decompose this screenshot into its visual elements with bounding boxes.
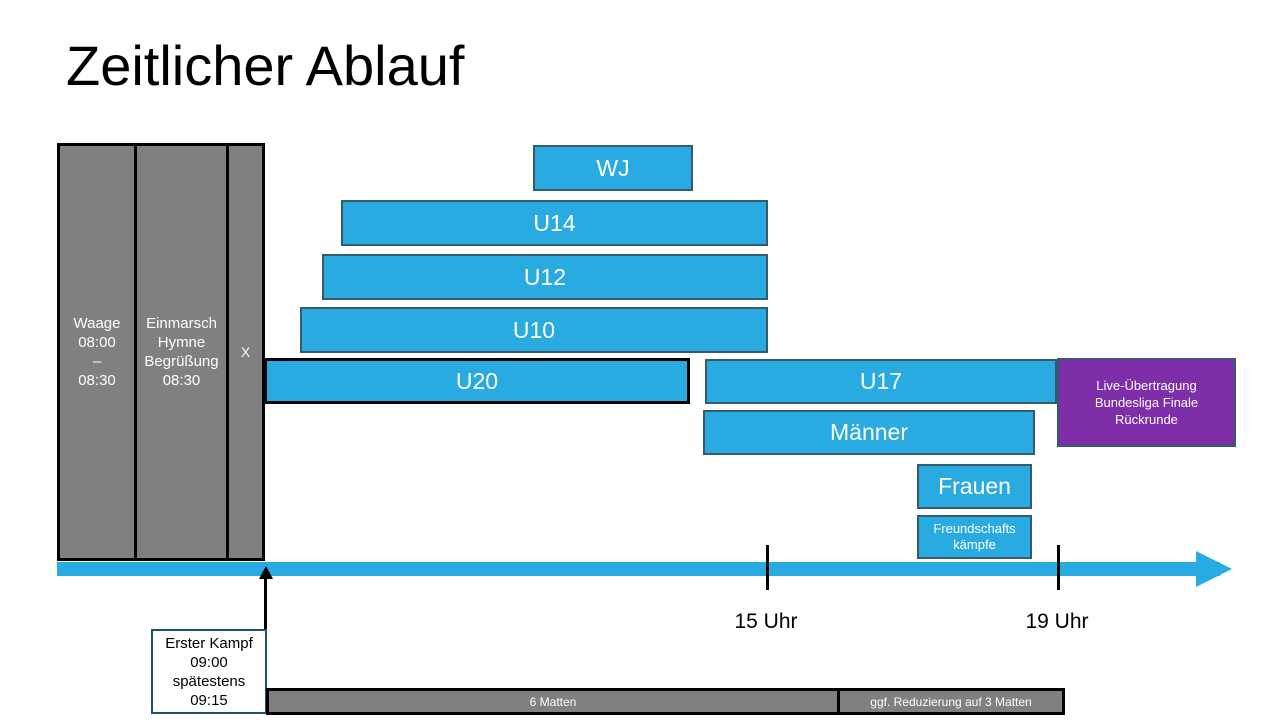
callout-line-1: Erster Kampf	[165, 634, 253, 652]
morning-block: Waage 08:00 – 08:30 Einmarsch Hymne Begr…	[57, 143, 265, 561]
timeline-axis	[57, 562, 1220, 576]
category-bar-label: U14	[533, 209, 576, 236]
category-bar-u14[interactable]: U14	[341, 200, 768, 246]
category-bar-label: Männer	[830, 419, 908, 445]
category-bar-label: WJ	[596, 154, 630, 181]
category-bar-label: Frauen	[938, 473, 1011, 499]
timeline-arrow-icon	[1196, 551, 1232, 587]
matten-segment-reduced[interactable]: ggf. Reduzierung auf 3 Matten	[837, 691, 1062, 712]
broadcast-line-3: Rückrunde	[1115, 412, 1178, 427]
matten-row: 6 Matten ggf. Reduzierung auf 3 Matten	[266, 688, 1065, 715]
timeline-tick-19uhr	[1057, 545, 1060, 590]
callout-line-2: 09:00	[190, 653, 228, 671]
callout-line-4: 09:15	[190, 691, 228, 709]
callout-arrow-icon	[259, 566, 273, 579]
category-bar-frauen[interactable]: Frauen	[917, 464, 1032, 509]
matten-segment-label: 6 Matten	[529, 694, 577, 709]
category-bar-wj[interactable]: WJ	[533, 145, 693, 191]
category-bar-u17[interactable]: U17	[705, 359, 1057, 404]
einmarsch-line-1: Einmarsch	[146, 315, 217, 332]
timeline-tick-15uhr	[766, 545, 769, 590]
category-bar-label: U17	[859, 368, 903, 394]
waage-line-1: Waage	[73, 315, 121, 332]
timeline-tick-label-19uhr: 19 Uhr	[1025, 610, 1089, 633]
waage-line-2: 08:00	[78, 334, 116, 351]
einmarsch-line-2: Hymne	[157, 334, 206, 351]
x-marker-label: X	[240, 343, 251, 360]
waage-line-3: –	[92, 353, 102, 370]
category-bar-u20[interactable]: U20	[264, 358, 690, 404]
freundschaftskaempfe-line-1: Freundschafts	[933, 521, 1016, 536]
page-title: Zeitlicher Ablauf	[66, 34, 465, 97]
matten-segment-label: ggf. Reduzierung auf 3 Matten	[870, 694, 1032, 709]
matten-segment-six[interactable]: 6 Matten	[269, 691, 837, 712]
erster-kampf-callout[interactable]: Erster Kampf 09:00 spätestens 09:15	[151, 629, 267, 714]
category-bar-freundschaftskaempfe[interactable]: Freundschafts kämpfe	[917, 515, 1032, 559]
broadcast-box[interactable]: Live-Übertragung Bundesliga Finale Rückr…	[1057, 358, 1236, 447]
category-bar-label: U12	[523, 263, 567, 290]
category-bar-u10[interactable]: U10	[300, 307, 768, 353]
einmarsch-line-3: Begrüßung	[144, 353, 219, 370]
category-bar-label: U20	[455, 367, 499, 394]
freundschaftskaempfe-line-2: kämpfe	[953, 537, 996, 552]
broadcast-line-1: Live-Übertragung	[1096, 378, 1197, 393]
morning-cell-einmarsch: Einmarsch Hymne Begrüßung 08:30	[134, 146, 229, 558]
category-bar-maenner[interactable]: Männer	[703, 410, 1035, 455]
einmarsch-line-4: 08:30	[162, 372, 201, 389]
category-bar-u12[interactable]: U12	[322, 254, 768, 300]
waage-line-4: 08:30	[78, 372, 116, 389]
morning-cell-x: X	[229, 146, 262, 558]
broadcast-line-2: Bundesliga Finale	[1094, 395, 1199, 410]
morning-cell-waage: Waage 08:00 – 08:30	[60, 146, 134, 558]
category-bar-label: U10	[512, 316, 556, 343]
timeline-tick-label-15uhr: 15 Uhr	[734, 610, 798, 633]
callout-line-3: spätestens	[172, 672, 246, 690]
